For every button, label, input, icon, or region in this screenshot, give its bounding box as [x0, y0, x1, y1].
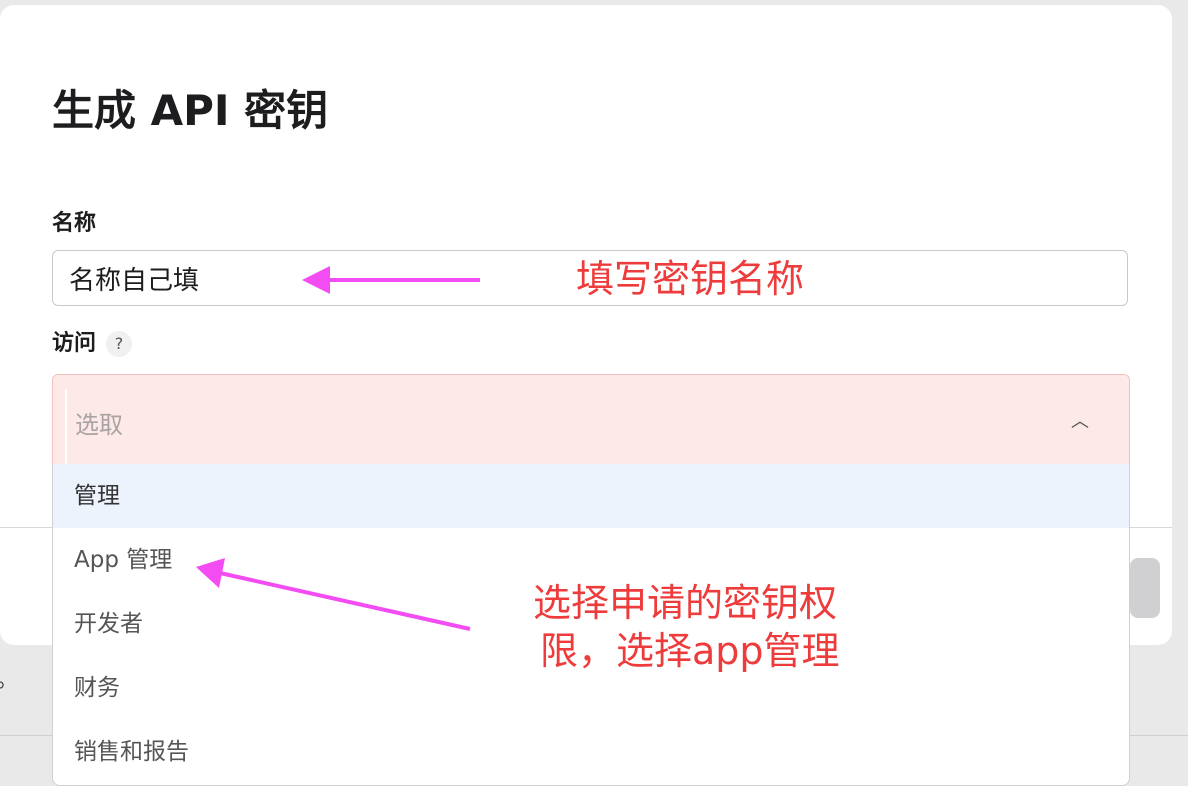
- background-text: 。: [0, 662, 18, 694]
- option-app-manager[interactable]: App 管理: [74, 547, 173, 573]
- option-finance[interactable]: 财务: [74, 675, 120, 701]
- access-label-text: 访问: [52, 331, 97, 356]
- question-icon[interactable]: ?: [106, 331, 133, 357]
- footer-button[interactable]: [1130, 558, 1160, 618]
- name-input[interactable]: [52, 250, 1128, 306]
- access-label: 访问?: [52, 325, 133, 357]
- annotation-access-note-line2: 限，选择app管理: [540, 629, 840, 673]
- dialog-title: 生成 API 密钥: [52, 86, 329, 135]
- option-admin[interactable]: 管理: [53, 464, 1129, 528]
- chevron-up-icon[interactable]: ︿: [1071, 411, 1089, 432]
- access-select-placeholder: 选取: [75, 411, 123, 439]
- name-label: 名称: [52, 211, 97, 236]
- text-cursor: [65, 389, 67, 465]
- option-developer[interactable]: 开发者: [74, 611, 143, 637]
- option-sales-reports[interactable]: 销售和报告: [74, 739, 189, 765]
- annotation-access-note-line1: 选择申请的密钥权: [533, 581, 838, 625]
- annotation-name-note: 填写密钥名称: [576, 257, 805, 301]
- access-select[interactable]: 选取 ︿: [52, 374, 1130, 465]
